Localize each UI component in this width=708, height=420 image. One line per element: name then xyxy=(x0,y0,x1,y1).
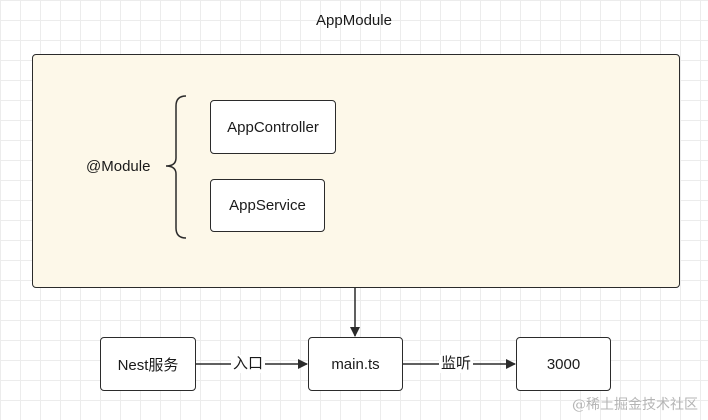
listen-edge-label: 监听 xyxy=(439,355,474,373)
main-ts-node: main.ts xyxy=(308,337,403,391)
app-controller-node: AppController xyxy=(210,100,336,154)
nest-service-node: Nest服务 xyxy=(100,337,196,391)
app-module-container xyxy=(32,54,680,288)
nest-service-label: Nest服务 xyxy=(117,356,179,374)
main-ts-label: main.ts xyxy=(331,355,380,373)
port-label: 3000 xyxy=(546,355,581,373)
port-node: 3000 xyxy=(516,337,611,391)
entry-edge-label: 入口 xyxy=(231,355,266,373)
watermark: @稀土掘金技术社区 xyxy=(572,397,698,413)
module-decorator-label: @Module xyxy=(86,158,151,175)
app-service-label: AppService xyxy=(229,197,306,214)
app-service-node: AppService xyxy=(210,179,325,232)
app-controller-label: AppController xyxy=(227,118,319,136)
diagram-title: AppModule xyxy=(316,12,392,29)
